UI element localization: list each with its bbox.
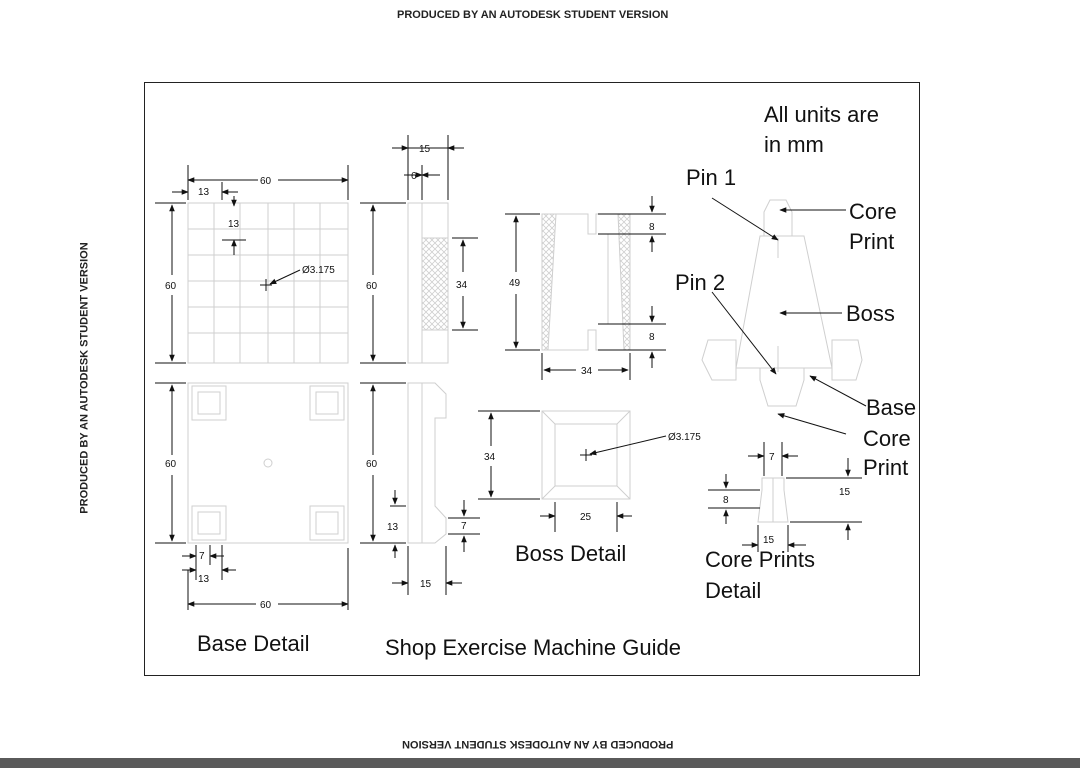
dim-boss-49: 49 [509,278,521,289]
dim-base-grid: 13 [228,219,240,230]
dim-side-height-bottom: 60 [366,459,378,470]
boss-side-view [541,213,631,351]
core-prints-dimensions [708,442,862,552]
dim-base-height-bottom: 60 [165,459,177,470]
base-top-dimensions [155,165,349,364]
callout-boss: Boss [846,301,895,326]
drawing-title: Shop Exercise Machine Guide [385,635,681,660]
dim-cp-7: 7 [769,452,775,463]
dim-side-height-top: 60 [366,281,378,292]
assembly-view [701,199,863,407]
drawing-frame [144,82,920,676]
callout-base-core-print-line3: Print [863,455,908,480]
core-prints-view [757,477,789,523]
units-note-line1: All units are [764,102,879,127]
dim-boss-34-width: 34 [581,366,593,377]
boss-top-dimensions [478,410,667,532]
viewer-bottom-bar [0,758,1080,768]
dim-cp-15-width: 15 [763,535,775,546]
base-detail-label: Base Detail [197,631,310,656]
dim-base-height-top: 60 [165,281,177,292]
base-top-view [187,202,349,364]
dim-side-thickness: 15 [419,144,431,155]
dim-side-34: 34 [456,280,468,291]
side-top-dimensions [360,135,478,364]
dim-base-hole: Ø3.175 [302,265,335,276]
dim-boss-8-top: 8 [649,222,655,233]
dim-base-width-bottom: 60 [260,600,272,611]
dim-cp-8: 8 [723,495,729,506]
boss-side-dimensions [505,196,666,380]
dim-boss-25: 25 [580,512,592,523]
callout-base-core-print-line2: Core [863,426,911,451]
dim-side-step: 6 [411,171,417,182]
boss-detail-label: Boss Detail [515,541,626,566]
dim-base-7: 7 [199,551,205,562]
boss-top-view [541,410,631,500]
watermark-top: PRODUCED BY AN AUTODESK STUDENT VERSION [397,9,669,21]
dim-boss-34-height: 34 [484,452,496,463]
callout-pin1: Pin 1 [686,165,736,190]
side-bottom-dimensions [360,382,480,595]
core-prints-detail-label-line1: Core Prints [705,547,815,572]
units-note-line2: in mm [764,132,824,157]
dim-side-13: 13 [387,522,399,533]
dim-side-7: 7 [461,521,467,532]
core-prints-detail-label-line2: Detail [705,578,761,603]
dim-cp-15-height: 15 [839,487,851,498]
callout-core-print-line1: Core [849,199,897,224]
dim-boss-hole: Ø3.175 [668,432,701,443]
base-bottom-dimensions [155,382,349,610]
assembly-leaders [711,197,867,435]
dim-side-15-bottom: 15 [420,579,432,590]
base-bottom-view [187,382,349,544]
base-side-view-top [407,202,449,364]
callout-pin2: Pin 2 [675,270,725,295]
dim-base-13-bottom: 13 [198,574,210,585]
dim-boss-8-bottom: 8 [649,332,655,343]
dim-base-width-top: 60 [260,176,272,187]
callout-base-core-print-line1: Base [866,395,916,420]
callout-core-print-line2: Print [849,229,894,254]
base-side-view-bottom [407,382,447,544]
dim-base-offset: 13 [198,187,210,198]
